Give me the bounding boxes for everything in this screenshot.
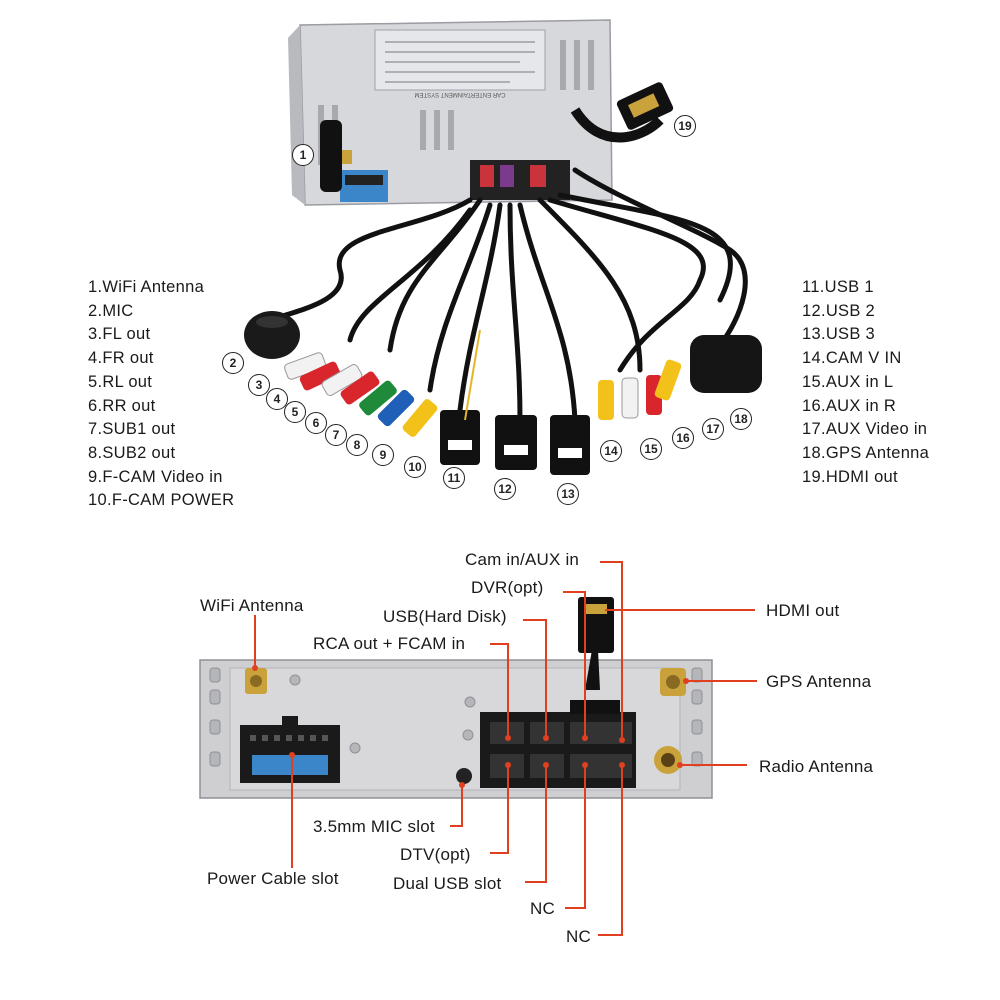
legend-item: 7.SUB1 out xyxy=(88,420,176,439)
number-badge: 12 xyxy=(494,478,516,500)
wifi-antenna-stub xyxy=(320,120,352,192)
legend-item: 16.AUX in R xyxy=(802,396,897,415)
legend-item: 11.USB 1 xyxy=(802,278,874,296)
callout-dual-usb: Dual USB slot xyxy=(393,874,502,893)
unit-label: CAR ENTERTAINMENT SYSTEM xyxy=(414,91,505,97)
callout-rca-fcam: RCA out + FCAM in xyxy=(313,634,466,653)
hdmi-cable xyxy=(570,82,674,143)
callout-nc-2: NC xyxy=(566,927,591,946)
callout-radio-antenna: Radio Antenna xyxy=(759,757,874,776)
number-badge: 2 xyxy=(222,352,244,374)
radio-antenna-connector xyxy=(654,746,682,774)
callout-hdmi-out: HDMI out xyxy=(766,601,840,620)
callout-dtv: DTV(opt) xyxy=(400,845,471,864)
legend-item: 17.AUX Video in xyxy=(802,420,928,439)
callout-usb-hard-disk: USB(Hard Disk) xyxy=(383,607,507,626)
number-badge: 9 xyxy=(372,444,394,466)
callout-wifi-antenna: WiFi Antenna xyxy=(200,596,304,615)
multi-connector-block xyxy=(480,712,636,788)
usb-plugs xyxy=(440,410,590,475)
number-badge: 1 xyxy=(292,144,314,166)
number-badge: 6 xyxy=(305,412,327,434)
number-badge: 13 xyxy=(557,483,579,505)
number-badge: 7 xyxy=(325,424,347,446)
number-badge: 15 xyxy=(640,438,662,460)
callout-nc-1: NC xyxy=(530,899,555,918)
number-badge: 4 xyxy=(266,388,288,410)
number-badge: 11 xyxy=(443,467,465,489)
number-badge: 16 xyxy=(672,427,694,449)
legend-item: 18.GPS Antenna xyxy=(802,443,930,462)
callout-gps-antenna: GPS Antenna xyxy=(766,672,872,691)
legend-left: 1.WiFi Antenna 2.MIC 3.FL out 4.FR out 5… xyxy=(88,276,234,513)
legend-item: 5.RL out xyxy=(88,372,153,391)
number-badge: 3 xyxy=(248,374,270,396)
legend-item: 12.USB 2 xyxy=(802,301,876,320)
callout-lines xyxy=(254,561,757,936)
wifi-antenna-connector xyxy=(245,668,267,694)
callout-dvr: DVR(opt) xyxy=(471,578,544,597)
legend-right: 11.USB 1 12.USB 2 13.USB 3 14.CAM V IN 1… xyxy=(802,276,929,489)
number-badge: 8 xyxy=(346,434,368,456)
number-badge: 19 xyxy=(674,115,696,137)
number-badge: 10 xyxy=(404,456,426,478)
head-unit-chassis: CAR ENTERTAINMENT SYSTEM xyxy=(288,19,613,206)
power-connector xyxy=(240,716,340,783)
callout-cam-aux-in: Cam in/AUX in xyxy=(465,550,580,569)
number-badge: 18 xyxy=(730,408,752,430)
legend-item: 9.F-CAM Video in xyxy=(88,467,223,486)
mic-module xyxy=(244,311,300,359)
legend-item: 15.AUX in L xyxy=(802,372,894,391)
number-badge: 14 xyxy=(600,440,622,462)
mic-jack xyxy=(456,768,472,784)
legend-item: 2.MIC xyxy=(88,301,134,320)
legend-item: 3.FL out xyxy=(88,325,151,344)
callout-power-cable: Power Cable slot xyxy=(207,869,339,888)
legend-item: 8.SUB2 out xyxy=(88,443,176,462)
number-badge: 17 xyxy=(702,418,724,440)
cable-bundle xyxy=(267,167,748,423)
legend-item: 4.FR out xyxy=(88,349,154,368)
gps-puck xyxy=(690,335,762,393)
number-badge: 5 xyxy=(284,401,306,423)
rca-plugs xyxy=(284,352,682,437)
legend-item: 14.CAM V IN xyxy=(802,349,902,368)
legend-item: 10.F-CAM POWER xyxy=(88,491,235,510)
callout-mic-slot: 3.5mm MIC slot xyxy=(313,817,435,836)
legend-item: 19.HDMI out xyxy=(802,467,898,486)
gps-connector xyxy=(660,668,686,696)
legend-item: 13.USB 3 xyxy=(802,325,876,344)
legend-item: 6.RR out xyxy=(88,396,156,415)
legend-item: 1.WiFi Antenna xyxy=(88,278,205,296)
